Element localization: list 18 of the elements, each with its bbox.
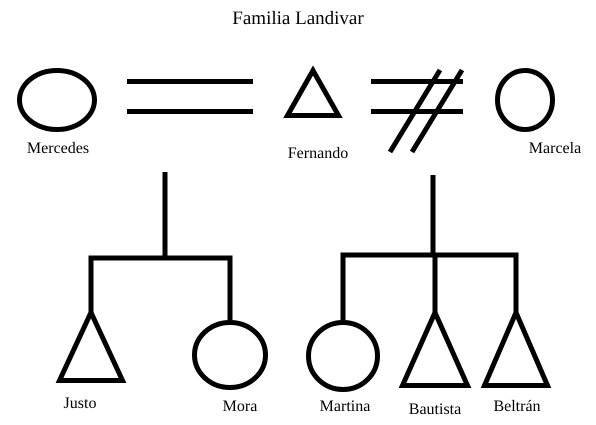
male-triangle-symbol bbox=[482, 310, 550, 388]
male-triangle-symbol bbox=[285, 68, 341, 118]
person-name: Marcela bbox=[528, 140, 582, 158]
person-name: Beltrán bbox=[493, 398, 541, 416]
marriage-line bbox=[124, 79, 256, 114]
person-name: Fernando bbox=[288, 145, 348, 163]
female-circle-symbol bbox=[306, 320, 380, 392]
person-name: Mora bbox=[222, 398, 258, 416]
person-name: Justo bbox=[64, 395, 96, 413]
person-name: Bautista bbox=[408, 401, 462, 419]
female-circle-symbol bbox=[192, 320, 268, 390]
diagram-title: Familia Landivar bbox=[231, 8, 365, 30]
female-circle-symbol bbox=[17, 68, 97, 132]
female-circle-symbol bbox=[495, 68, 555, 132]
person-name: Martina bbox=[320, 398, 370, 416]
male-triangle-symbol bbox=[400, 310, 470, 388]
person-name: Mercedes bbox=[26, 140, 90, 158]
male-triangle-symbol bbox=[57, 310, 125, 383]
